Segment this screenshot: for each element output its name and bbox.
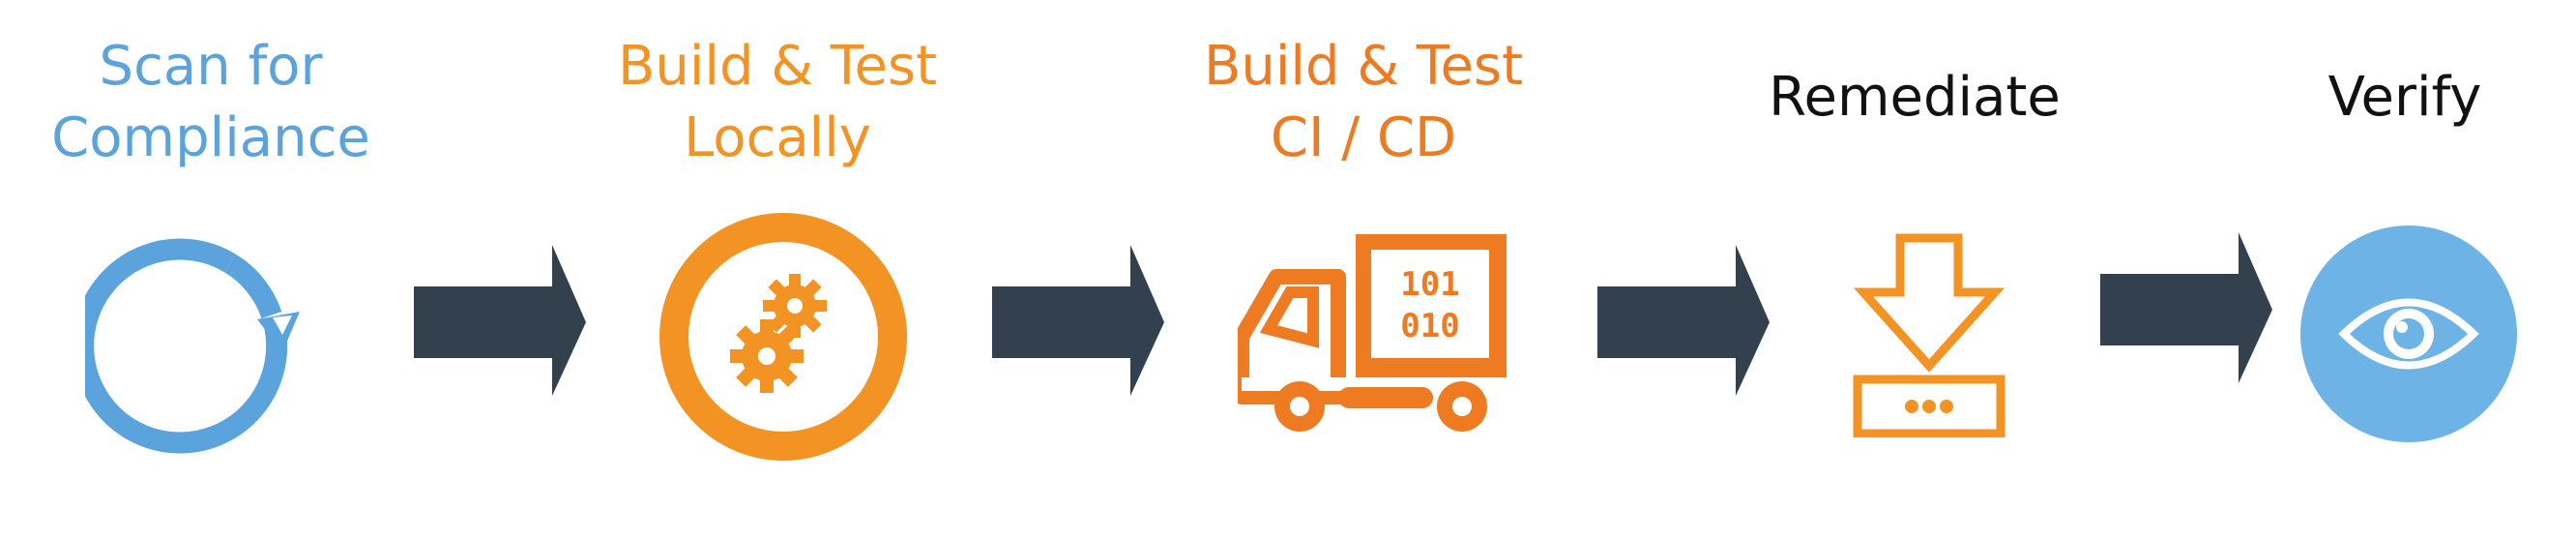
step-local-line-2: Locally bbox=[684, 106, 871, 169]
step-verify-label: Verify bbox=[2328, 62, 2482, 134]
step-cicd-line-1: Build & Test bbox=[1203, 35, 1524, 98]
step-verify-line-1: Verify bbox=[2327, 66, 2482, 129]
delivery-truck-icon: 101 010 bbox=[1238, 234, 1507, 432]
step-cicd-label: Build & Test CI / CD bbox=[1204, 31, 1523, 174]
step-scan-line-1: Scan for bbox=[99, 35, 323, 98]
gears-icon bbox=[659, 213, 907, 461]
step-remediate-line-1: Remediate bbox=[1769, 66, 2061, 129]
download-to-server-icon bbox=[1853, 233, 2005, 437]
flow-arrow-1 bbox=[414, 245, 586, 396]
step-local-line-1: Build & Test bbox=[617, 35, 938, 98]
truck-binary-line-2: 010 bbox=[1400, 307, 1459, 345]
step-remediate-label: Remediate bbox=[1769, 62, 2061, 134]
refresh-circle-icon bbox=[85, 238, 300, 454]
step-local-label: Build & Test Locally bbox=[618, 31, 937, 174]
step-cicd-line-2: CI / CD bbox=[1270, 106, 1457, 169]
step-scan-line-2: Compliance bbox=[51, 106, 370, 169]
flow-arrow-2 bbox=[992, 245, 1164, 396]
eye-icon bbox=[2300, 225, 2517, 442]
truck-binary-line-1: 101 bbox=[1400, 265, 1459, 304]
flow-arrow-4 bbox=[2100, 232, 2272, 383]
flow-arrow-3 bbox=[1597, 245, 1770, 396]
step-scan-label: Scan for Compliance bbox=[51, 31, 370, 174]
